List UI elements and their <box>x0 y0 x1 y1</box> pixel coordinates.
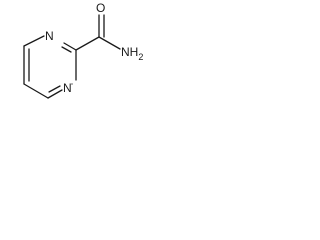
pyrimidine-ring <box>23 35 77 99</box>
bond-carbonyl-nitrogen <box>98 36 121 50</box>
atom-n-bottom: N <box>63 81 72 95</box>
bond-c2-n3 <box>63 42 77 51</box>
atom-amide-nitrogen: NH2 <box>121 45 143 62</box>
atom-n-top: N <box>45 29 54 43</box>
bond-c6-n1-inner <box>48 85 61 93</box>
bond-c6-n1 <box>47 89 63 99</box>
bond-n3-c4 <box>23 35 45 47</box>
carboxamide-group <box>75 14 121 51</box>
atom-oxygen: O <box>96 1 105 15</box>
amide-h-subscript: 2 <box>138 52 143 62</box>
bond-c2-carbonyl <box>75 36 100 51</box>
bond-c2-n3-inner <box>61 46 72 53</box>
chemical-structure: N N O NH2 <box>23 1 143 99</box>
amide-nh-label: NH <box>121 45 138 59</box>
bond-c5-c6 <box>23 83 49 99</box>
